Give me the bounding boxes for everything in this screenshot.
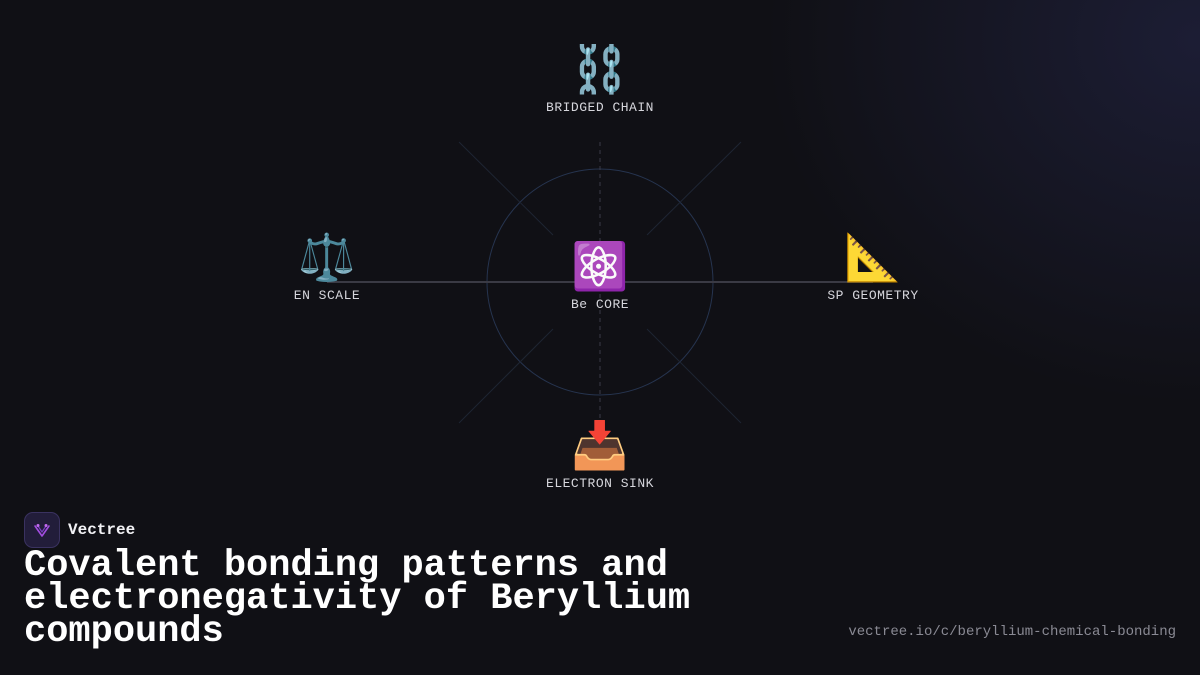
diagonal-line-sw (458, 328, 554, 424)
page-title: Covalent bonding patterns and electroneg… (24, 545, 691, 653)
node-label: Be CORE (570, 297, 630, 312)
node-label: EN SCALE (293, 288, 361, 303)
node-electron-sink: 📥 ELECTRON SINK (500, 418, 700, 491)
page-url: vectree.io/c/beryllium-chemical-bonding (848, 624, 1176, 640)
chain-icon: ⛓️ (571, 42, 629, 96)
node-label: ELECTRON SINK (546, 476, 654, 491)
vectree-logo-icon (24, 512, 60, 548)
atom-icon: ⚛️ (571, 239, 629, 293)
node-label: SP GEOMETRY (827, 288, 919, 303)
node-sp-geometry: 📐 SP GEOMETRY (773, 230, 973, 303)
triangular-ruler-icon: 📐 (844, 230, 902, 284)
node-be-core: ⚛️ Be CORE (500, 239, 700, 312)
brand: Vectree (24, 512, 135, 548)
balance-scale-icon: ⚖️ (298, 230, 356, 284)
diagonal-line-se (646, 328, 742, 424)
node-label: BRIDGED CHAIN (546, 100, 654, 115)
brand-name: Vectree (68, 521, 136, 539)
node-bridged-chain: ⛓️ BRIDGED CHAIN (500, 42, 700, 115)
inbox-tray-icon: 📥 (571, 418, 629, 472)
diagonal-line-ne (646, 141, 742, 236)
node-en-scale: ⚖️ EN SCALE (227, 230, 427, 303)
diagonal-line-nw (458, 141, 554, 236)
